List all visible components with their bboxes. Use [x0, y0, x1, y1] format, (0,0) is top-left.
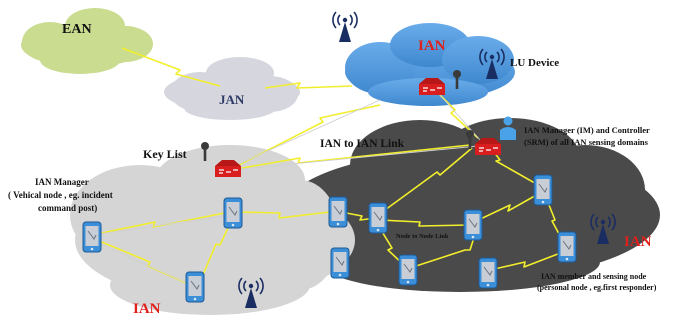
ian-member-label-2: (personal node , eg.first responder) [537, 283, 657, 292]
ian-manager-left-label: IAN Manager [35, 177, 89, 187]
node-to-node-link-label: Node to Node Link [396, 233, 449, 240]
links-gray [91, 94, 481, 288]
ian-left-label: IAN [133, 301, 161, 317]
jan-cloud [164, 57, 300, 120]
ian-manager-controller-label-2: (SRM) of all IAN sensing domains [524, 137, 649, 147]
sensing-node-icon [557, 231, 577, 263]
sensing-node-icon [533, 174, 553, 206]
jan-label: JAN [219, 92, 245, 107]
ian-member-label: IAN member and sensing node [541, 272, 647, 281]
person-icon [500, 116, 516, 140]
links [91, 47, 566, 288]
sensing-node-icon [478, 257, 498, 289]
sensing-node-icon [368, 202, 388, 234]
tower-icon [332, 11, 358, 43]
ian-top-label: IAN [418, 38, 446, 54]
ian-left-cloud [70, 145, 355, 315]
sensing-node-icon [463, 209, 483, 241]
sensing-node-icon [330, 247, 350, 279]
sensing-node-icon [398, 254, 418, 286]
ean-cloud [21, 8, 153, 74]
vehicle-node-icon [82, 221, 102, 253]
sensing-node-icon [328, 196, 348, 228]
key-list-label: Key List [143, 147, 187, 161]
lu-device-label: LU Device [510, 57, 559, 69]
ian-manager-left-label-3: command post) [38, 203, 97, 213]
sensing-node-icon [185, 271, 205, 303]
ian-right-label: IAN [624, 234, 652, 250]
ean-label: EAN [62, 22, 92, 37]
sensing-node-icon [223, 197, 243, 229]
ian-manager-controller-label: IAN Manager (IM) and Controller [524, 125, 650, 135]
ian-to-ian-link-label: IAN to IAN Link [320, 138, 405, 150]
ian-manager-left-label-2: ( Vehical node , eg. incident [8, 190, 113, 200]
